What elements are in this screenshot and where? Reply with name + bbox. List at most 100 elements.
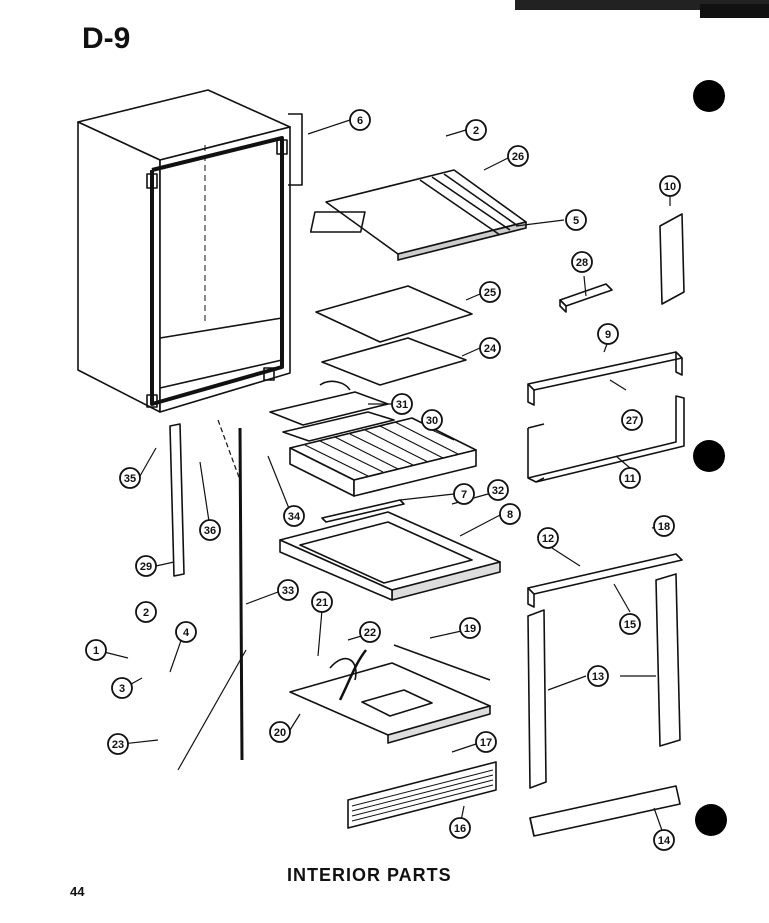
callout-3: 3 [111,677,133,699]
callout-11: 11 [619,467,641,489]
callout-35: 35 [119,467,141,489]
svg-text:13: 13 [592,671,604,683]
callout-24: 24 [479,337,501,359]
svg-text:20: 20 [274,727,286,739]
svg-text:21: 21 [316,597,328,609]
callout-19: 19 [459,617,481,639]
leader-lines [95,119,671,837]
callout-16: 16 [449,817,471,839]
svg-text:24: 24 [484,343,497,355]
callout-14: 14 [653,829,675,851]
svg-text:3: 3 [119,683,125,695]
svg-text:29: 29 [140,561,152,573]
part-13-drawing [655,573,681,747]
svg-text:10: 10 [664,181,676,193]
callout-28: 28 [571,251,593,273]
callout-6: 6 [349,109,371,131]
part-5-drawing [309,169,527,261]
diagram-caption: INTERIOR PARTS [287,865,452,885]
part-19-drawing [393,644,491,681]
callout-12: 12 [537,527,559,549]
part-7-drawing [321,499,405,523]
svg-text:8: 8 [507,509,513,521]
callout-1: 1 [85,639,107,661]
callout-23: 23 [107,733,129,755]
part-14-drawing [529,785,681,837]
callout-10: 10 [659,175,681,197]
binder-hole [693,80,725,112]
svg-text:25: 25 [484,287,496,299]
svg-text:2: 2 [143,607,149,619]
part-22-drawing [338,649,367,701]
part-16-drawing [347,761,497,829]
callout-17: 17 [475,731,497,753]
svg-text:33: 33 [282,585,294,597]
svg-text:31: 31 [396,399,408,411]
svg-text:18: 18 [658,521,670,533]
callout-30: 30 [421,409,443,431]
svg-text:7: 7 [461,489,467,501]
page-code: D-9 [82,22,131,55]
svg-text:15: 15 [624,619,636,631]
svg-text:4: 4 [183,627,190,639]
svg-text:22: 22 [364,627,376,639]
svg-text:14: 14 [658,835,671,847]
callout-21: 21 [311,591,333,613]
svg-text:30: 30 [426,415,438,427]
svg-text:2: 2 [473,125,479,137]
svg-text:34: 34 [288,511,301,523]
svg-text:16: 16 [454,823,466,835]
cabinet-drawing [77,89,303,413]
binder-hole [695,804,727,836]
callout-18: 18 [653,515,675,537]
callout-36: 36 [199,519,221,541]
callout-25: 25 [479,281,501,303]
callout-9: 9 [597,323,619,345]
part-25-drawing [315,285,473,343]
part-30-drawing [289,417,477,497]
svg-text:28: 28 [576,257,588,269]
callout-2: 2 [465,119,487,141]
svg-text:26: 26 [512,151,524,163]
svg-text:17: 17 [480,737,492,749]
callout-32: 32 [487,479,509,501]
part-33-drawing [238,427,244,761]
part-10-drawing [659,213,685,305]
svg-text:5: 5 [573,215,579,227]
svg-text:32: 32 [492,485,504,497]
svg-text:36: 36 [204,525,216,537]
callout-33: 33 [277,579,299,601]
svg-text:6: 6 [357,115,363,127]
callout-20: 20 [269,721,291,743]
part-31-drawing [269,380,395,442]
svg-text:11: 11 [624,473,636,485]
callout-5: 5 [565,209,587,231]
callout-15: 15 [619,613,641,635]
part-29-drawing [169,423,185,577]
part-9-drawing [527,351,683,406]
binder-hole [693,440,725,472]
page-number: 44 [70,884,85,899]
svg-text:27: 27 [626,415,638,427]
callout-2: 2 [135,601,157,623]
svg-text:23: 23 [112,739,124,751]
svg-text:12: 12 [542,533,554,545]
part-13-drawing [527,609,547,789]
svg-text:9: 9 [605,329,611,341]
part-12-drawing [527,553,683,608]
callout-22: 22 [359,621,381,643]
callout-31: 31 [391,393,413,415]
callout-29: 29 [135,555,157,577]
scan-mark [515,0,769,18]
svg-text:19: 19 [464,623,476,635]
part-28-drawing [559,283,613,313]
callout-26: 26 [507,145,529,167]
callout-13: 13 [587,665,609,687]
callout-27: 27 [621,409,643,431]
callout-4: 4 [175,621,197,643]
svg-text:1: 1 [93,645,99,657]
callout-34: 34 [283,505,305,527]
svg-text:35: 35 [124,473,136,485]
part-20-drawing [289,657,491,744]
